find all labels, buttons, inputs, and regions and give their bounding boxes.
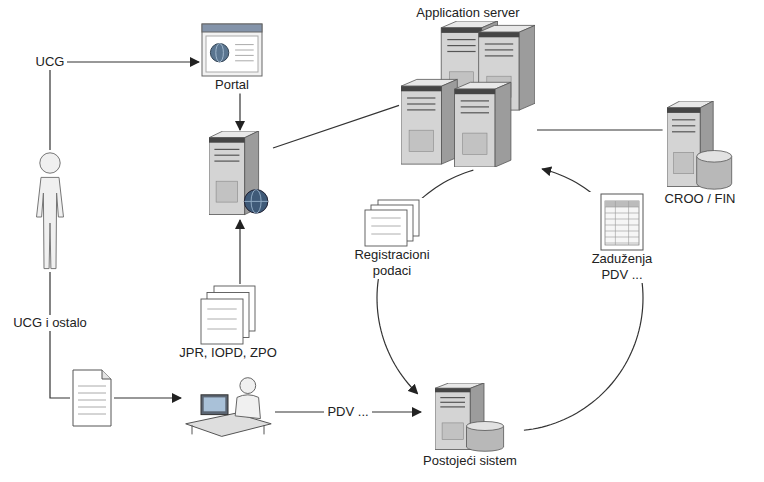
document-stack-icon	[200, 285, 256, 345]
web-server-icon	[209, 131, 271, 219]
node-label: Portal	[215, 77, 249, 93]
serverGlobe-drawing	[209, 131, 271, 219]
browser-drawing	[201, 23, 263, 77]
paper-document	[70, 368, 114, 428]
sheet-drawing	[600, 193, 644, 251]
registration-data-icon	[364, 199, 420, 247]
connector	[50, 62, 199, 150]
user-figure	[33, 150, 67, 272]
registration-data: Registracioni podaci	[346, 198, 438, 279]
vat-sheet: Zaduženja PDV ...	[586, 192, 658, 283]
connector-label: UCG	[33, 54, 68, 70]
paper-document-icon	[72, 369, 112, 427]
user-figure-icon	[35, 151, 65, 271]
existing-system-icon	[435, 383, 505, 453]
docStack-drawing	[364, 199, 420, 247]
node-label: Application server	[416, 5, 519, 21]
node-label: Registracioni podaci	[348, 247, 436, 278]
database-server: CROO / FIN	[663, 100, 738, 208]
operator-desk-icon	[183, 375, 273, 441]
operator-desk	[181, 374, 275, 442]
docStack-drawing	[200, 285, 256, 345]
database-server-icon	[667, 101, 733, 191]
web-server	[207, 130, 273, 220]
connector	[114, 397, 181, 398]
connector	[239, 220, 240, 284]
node-label: CROO / FIN	[665, 191, 736, 207]
connector	[239, 94, 240, 130]
connector	[273, 105, 399, 148]
node-label: Zaduženja PDV ...	[588, 251, 656, 282]
vat-sheet-icon	[600, 193, 644, 251]
connector	[50, 272, 70, 398]
application-server: Application server	[399, 4, 537, 168]
node-label: Postojeći sistem	[423, 453, 517, 469]
person-drawing	[35, 151, 65, 271]
connector-label: PDV ...	[324, 404, 371, 420]
doc-drawing	[72, 369, 112, 427]
connector	[537, 129, 663, 130]
dbServer-drawing	[435, 383, 505, 453]
cluster-drawing	[401, 21, 535, 167]
dbServer-drawing	[667, 101, 733, 191]
existing-system: Postojeći sistem	[421, 382, 519, 470]
operator-drawing	[183, 375, 273, 441]
connector	[524, 169, 643, 430]
document-stack: JPR, IOPD, ZPO	[177, 284, 279, 362]
portal-window-icon	[201, 23, 263, 77]
portal-window: Portal	[199, 22, 265, 94]
node-label: JPR, IOPD, ZPO	[179, 345, 277, 361]
application-server-icon	[401, 21, 535, 167]
connector-label: UCG i ostalo	[10, 315, 90, 331]
